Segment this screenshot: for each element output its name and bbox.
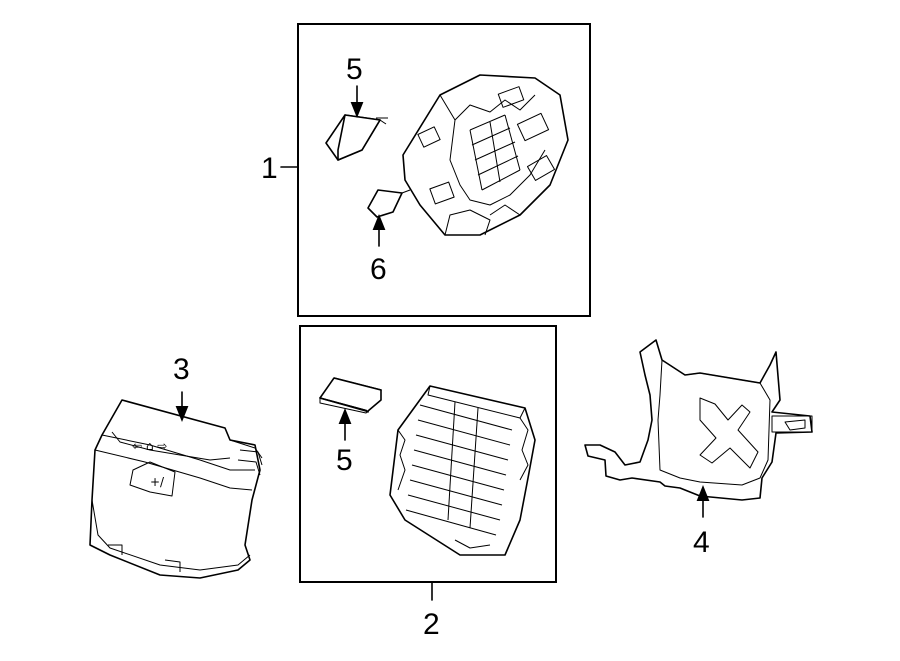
callout-5-top: 5 xyxy=(346,53,363,86)
relay-part-bottom xyxy=(319,377,382,414)
callout-3: 3 xyxy=(173,353,190,386)
group-box-2 xyxy=(299,325,557,583)
mini-relay-part xyxy=(367,189,411,218)
callout-1: 1 xyxy=(261,152,278,185)
callout-4: 4 xyxy=(693,526,710,559)
fuse-block-assembly xyxy=(402,74,569,236)
mounting-bracket xyxy=(584,339,813,501)
relay-part-top xyxy=(325,114,388,161)
callout-5-bottom: 5 xyxy=(336,444,353,477)
callout-2: 2 xyxy=(423,608,440,641)
fuse-block-cover: +/ ⇦ ⌂ ⇨ xyxy=(89,399,263,579)
callout-6: 6 xyxy=(370,253,387,286)
group-box-1 xyxy=(297,23,591,317)
svg-text:⇦ ⌂ ⇨: ⇦ ⌂ ⇨ xyxy=(132,439,167,453)
svg-text:+/: +/ xyxy=(150,475,165,489)
fuse-block-2 xyxy=(389,385,536,556)
